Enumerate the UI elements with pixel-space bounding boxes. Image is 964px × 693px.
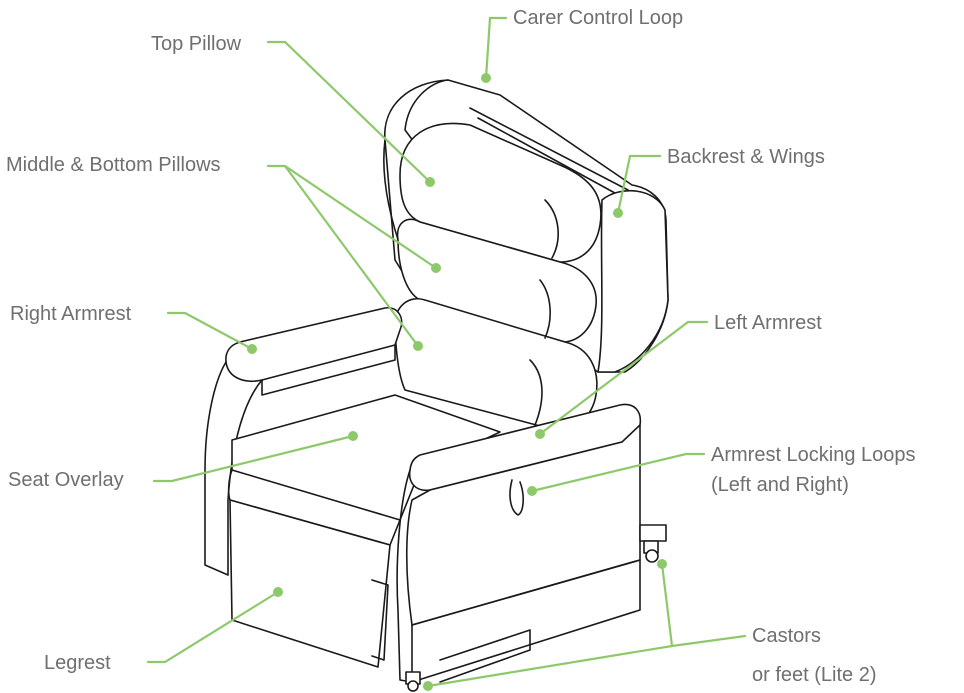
leader-carer-control-loop-dot <box>481 73 491 83</box>
leader-seat-overlay <box>152 434 355 483</box>
bottom-pillow-shape <box>394 298 598 431</box>
leader-castor-front-dot <box>423 681 433 691</box>
label-castors: Castors <box>752 625 821 647</box>
label-armrest-locking-loops: Armrest Locking Loops <box>711 444 916 466</box>
leader-backrest-wings <box>616 154 662 215</box>
label-legrest: Legrest <box>44 652 111 674</box>
leader-right-armrest <box>166 311 254 351</box>
label-top-pillow: Top Pillow <box>151 33 242 55</box>
label-right-armrest: Right Armrest <box>10 303 132 325</box>
leader-top-pillow <box>266 40 432 184</box>
right-arm-side <box>261 344 396 396</box>
leader-legrest <box>146 590 280 664</box>
leader-left-armrest <box>538 320 709 436</box>
label-middle-bottom-pillows: Middle & Bottom Pillows <box>6 154 221 176</box>
leader-carer-control-loop <box>484 16 508 80</box>
label-backrest-wings: Backrest & Wings <box>667 146 825 168</box>
legrest-shape <box>229 499 391 668</box>
leader-legrest-dot <box>273 587 283 597</box>
leader-locking-loops <box>530 452 706 493</box>
leader-castor-rear <box>660 562 747 648</box>
label-carer-control-loop: Carer Control Loop <box>513 7 684 29</box>
left-arm-base <box>411 559 641 683</box>
leader-lines <box>146 16 747 691</box>
leader-left-armrest-dot <box>535 429 545 439</box>
leader-locking-loops-dot <box>527 486 537 496</box>
leader-bottom-pillow-dot <box>413 341 423 351</box>
leader-seat-overlay-dot <box>348 431 358 441</box>
right-armrest-front <box>204 361 263 576</box>
leader-castor-rear-dot <box>657 559 667 569</box>
left-wing <box>597 189 669 373</box>
right-armrest-shape <box>225 307 403 382</box>
locking-loop <box>509 479 524 516</box>
leader-middle-pillow-dot <box>431 263 441 273</box>
left-arm-front-edge <box>396 469 413 683</box>
leader-backrest-wings-dot <box>613 208 623 218</box>
back-rail-stripe <box>469 107 629 199</box>
back-top-rail <box>404 79 449 151</box>
label-left-armrest: Left Armrest <box>714 312 822 334</box>
chair-illustration <box>204 79 669 692</box>
label-seat-overlay: Seat Overlay <box>8 469 124 491</box>
leader-bottom-pillow <box>283 164 420 348</box>
leader-right-armrest-dot <box>247 344 257 354</box>
leader-top-pillow-dot <box>425 177 435 187</box>
castor-rear <box>639 524 667 563</box>
legrest-panel <box>371 579 389 661</box>
label-armrest-locking-loops-sub: (Left and Right) <box>711 474 849 496</box>
middle-pillow-shape <box>396 218 597 343</box>
under-frame <box>439 629 531 683</box>
label-castors-sub: or feet (Lite 2) <box>752 664 877 686</box>
leader-castor-front <box>426 644 674 688</box>
pillow-seam <box>529 199 559 426</box>
castor-front <box>405 671 421 692</box>
